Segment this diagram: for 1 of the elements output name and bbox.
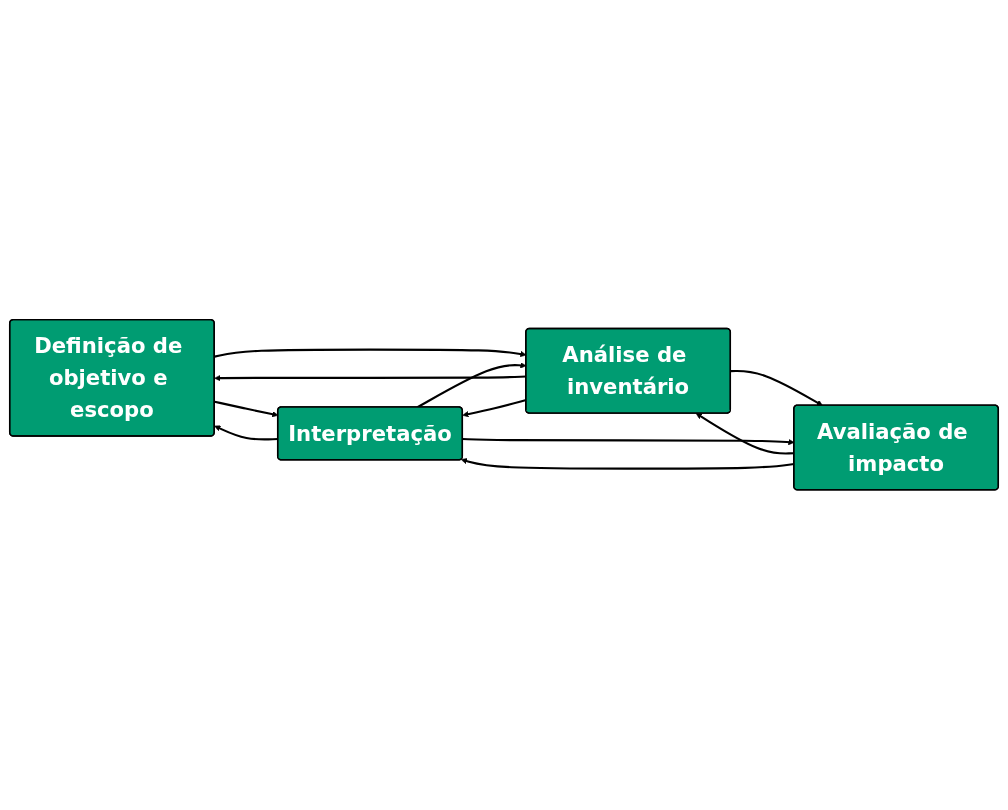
arrow (730, 370, 823, 407)
